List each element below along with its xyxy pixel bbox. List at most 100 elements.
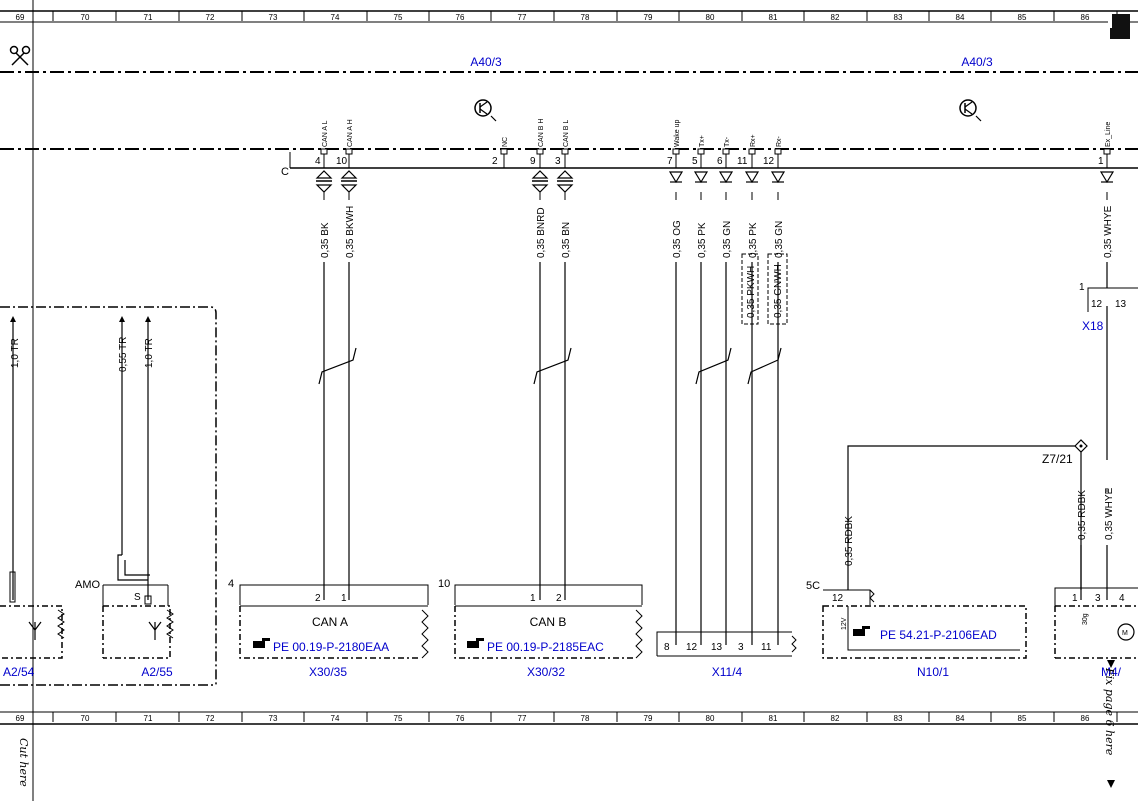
ruler-number: 72 [206, 13, 215, 22]
svg-text:11: 11 [761, 642, 772, 653]
wire-tx-plus: 0,35 PK [693, 171, 709, 645]
svg-text:X18: X18 [1082, 319, 1104, 333]
svg-text:12: 12 [763, 156, 775, 167]
svg-text:0,35 PK: 0,35 PK [697, 222, 708, 258]
svg-text:12: 12 [1091, 299, 1103, 310]
scissors-icon [9, 45, 31, 66]
wire-ex-line-lower [1080, 306, 1108, 600]
svg-text:PE 00.19-P-2180EAA: PE 00.19-P-2180EAA [273, 640, 389, 654]
svg-text:M: M [1122, 630, 1128, 637]
ruler-number: 84 [956, 13, 965, 22]
pin-can-a-l: CAN A L4 [315, 120, 329, 168]
svg-text:2: 2 [556, 593, 562, 604]
wire-label: 0,55 TR [118, 337, 129, 372]
svg-text:1: 1 [530, 593, 536, 604]
svg-text:3: 3 [738, 642, 744, 653]
pin-wake-up: Wake up7 [667, 120, 681, 168]
svg-text:0,35 GN: 0,35 GN [722, 221, 733, 258]
ruler-number: 78 [581, 13, 590, 22]
ref-link-n10-1[interactable]: PE 54.21-P-2106EAD [853, 626, 997, 642]
wire-can-b-h: 0,35 BNRD [531, 170, 549, 600]
arrow-down-icon [1107, 660, 1115, 668]
twist-mark [318, 347, 782, 385]
module-label-right: A40/3 [961, 55, 993, 69]
component-a2-55: AMO S A2/55 [75, 579, 174, 679]
svg-text:0,35 BK: 0,35 BK [320, 222, 331, 258]
pin-nc: NC2 [492, 137, 509, 168]
svg-text:5: 5 [692, 156, 698, 167]
svg-text:Rx-: Rx- [776, 135, 783, 147]
pin-tx-: Tx+ 5 [692, 135, 706, 168]
ref-link-x30-32[interactable]: PE 00.19-P-2185EAC [467, 638, 604, 654]
svg-text:0,35 PK: 0,35 PK [748, 222, 759, 258]
pin-rx-: Rx- 12 [763, 135, 783, 168]
svg-text:0,35 BKWH: 0,35 BKWH [345, 206, 356, 258]
alt-wire-box [767, 253, 788, 325]
ruler-number: 76 [456, 13, 465, 22]
svg-text:C: C [281, 166, 289, 178]
ruler-number: 71 [144, 714, 153, 723]
ruler-number: 86 [1081, 13, 1090, 22]
ruler-number: 74 [331, 13, 340, 22]
component-n10-1: 5C 12 12V PE 54.21-P-2106EAD N10/1 [806, 580, 1027, 679]
connector-x18: 1 12 13 X18 [1079, 282, 1138, 333]
svg-text:8: 8 [664, 642, 670, 653]
svg-text:4: 4 [315, 156, 321, 167]
svg-text:13: 13 [711, 642, 723, 653]
svg-text:3: 3 [1095, 593, 1101, 604]
svg-text:X30/32: X30/32 [527, 665, 565, 679]
ruler-number: 83 [894, 714, 903, 723]
component-m4: 1 3 4 30g M M4/ [1054, 587, 1138, 679]
alt-wire-box [741, 253, 759, 325]
motor-icon: M [1117, 623, 1135, 641]
ruler-number: 77 [518, 714, 527, 723]
arrow-down-icon [1107, 780, 1115, 788]
svg-text:1: 1 [1098, 156, 1104, 167]
svg-text:Tx-: Tx- [724, 136, 731, 147]
svg-text:9: 9 [530, 156, 536, 167]
fix-page-note: Fix page 6 here [1103, 667, 1116, 756]
svg-text:10: 10 [336, 156, 348, 167]
svg-text:6: 6 [717, 156, 723, 167]
connector-x30-32: 10 1 2 CAN B PE 00.19-P-2185EAC X30/32 [438, 578, 643, 679]
svg-text:Z7/21: Z7/21 [1042, 452, 1073, 466]
ruler-number: 73 [269, 714, 278, 723]
svg-text:PE 00.19-P-2185EAC: PE 00.19-P-2185EAC [487, 640, 604, 654]
cut-here-note: Cut here [17, 738, 30, 787]
ruler-number: 70 [81, 714, 90, 723]
ruler-number: 77 [518, 13, 527, 22]
svg-text:Ex_Line: Ex_Line [1105, 122, 1112, 147]
svg-text:Wake up: Wake up [674, 120, 681, 147]
svg-text:Tx+: Tx+ [699, 135, 706, 147]
ruler-number: 80 [706, 13, 715, 22]
ruler-number: 75 [394, 13, 403, 22]
svg-text:CAN A: CAN A [312, 615, 348, 629]
svg-text:4: 4 [1119, 593, 1125, 604]
svg-text:PE 54.21-P-2106EAD: PE 54.21-P-2106EAD [880, 628, 997, 642]
antenna-icon [148, 621, 162, 640]
pin-can-b-h: CAN B H9 [530, 119, 545, 168]
svg-text:0,35 WHYE: 0,35 WHYE [1103, 205, 1114, 258]
svg-text:NC: NC [502, 137, 509, 147]
ruler-number: 70 [81, 13, 90, 22]
wire-label: 0,35 PKWH [746, 266, 757, 318]
ruler-number: 84 [956, 714, 965, 723]
svg-text:0,35 BNRD: 0,35 BNRD [536, 207, 547, 258]
ref-link-x30-35[interactable]: PE 00.19-P-2180EAA [253, 638, 389, 654]
svg-text:3: 3 [555, 156, 561, 167]
connector-c: C [281, 152, 1138, 178]
arrow-up-icon [10, 316, 151, 322]
svg-text:N10/1: N10/1 [917, 665, 949, 679]
wire-can-a-l: 0,35 BK [315, 170, 333, 600]
svg-text:1: 1 [1072, 593, 1078, 604]
svg-text:1: 1 [1079, 282, 1085, 293]
svg-text:X30/35: X30/35 [309, 665, 347, 679]
ruler-number: 80 [706, 714, 715, 723]
ruler-number: 69 [16, 714, 25, 723]
left-wires [12, 318, 150, 600]
ruler-number: 78 [581, 714, 590, 723]
ruler-number: 76 [456, 714, 465, 723]
